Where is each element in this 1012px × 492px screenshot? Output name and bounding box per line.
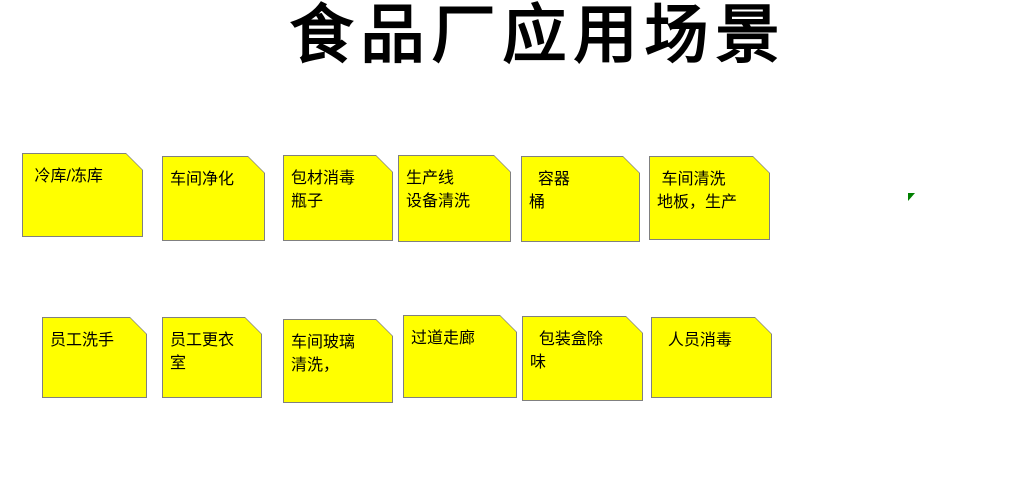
note-label: 员工洗手 (50, 332, 115, 349)
note-shape (649, 156, 770, 240)
note-label: 容器 桶 (529, 171, 570, 211)
note-shape (22, 153, 143, 237)
note-employee-changing-room: 员工更衣 室 (162, 317, 262, 398)
note-shape (398, 155, 511, 242)
note-label: 车间玻璃 清洗， (291, 334, 356, 374)
note-personnel-disinfection: 人员消毒 (651, 317, 772, 398)
note-shape (162, 156, 265, 241)
note-packaging-box-deodorize: 包装盒除 味 (522, 316, 643, 401)
note-label: 冷库/冻库 (30, 168, 103, 185)
note-shape (521, 156, 640, 242)
note-label: 过道走廊 (411, 330, 476, 347)
note-shape (651, 317, 772, 398)
note-label: 生产线 设备清洗 (406, 170, 471, 210)
note-label: 员工更衣 室 (170, 332, 235, 372)
note-workshop-floor-cleaning: 车间清洗 地板，生产 (649, 156, 770, 240)
note-shape (42, 317, 147, 398)
note-label: 人员消毒 (659, 332, 732, 349)
note-shape (403, 315, 517, 398)
note-shape (283, 155, 393, 241)
note-workshop-glass-cleaning: 车间玻璃 清洗， (283, 319, 393, 403)
note-container-barrel: 容器 桶 (521, 156, 640, 242)
note-corridor-passage: 过道走廊 (403, 315, 517, 398)
note-label: 包材消毒 瓶子 (291, 170, 356, 210)
note-employee-handwashing: 员工洗手 (42, 317, 147, 398)
note-label: 车间净化 (170, 171, 235, 188)
note-shape (522, 316, 643, 401)
note-cold-storage-freezer: 冷库/冻库 (22, 153, 143, 237)
green-triangle-icon (908, 193, 915, 201)
note-shape (162, 317, 262, 398)
note-production-line-cleaning: 生产线 设备清洗 (398, 155, 511, 242)
note-label: 包装盒除 味 (530, 331, 603, 371)
note-shape (283, 319, 393, 403)
note-label: 车间清洗 地板，生产 (657, 171, 738, 211)
note-packaging-disinfection: 包材消毒 瓶子 (283, 155, 393, 241)
note-workshop-purification: 车间净化 (162, 156, 265, 241)
page-title: 食品厂应用场景 (289, 0, 787, 71)
